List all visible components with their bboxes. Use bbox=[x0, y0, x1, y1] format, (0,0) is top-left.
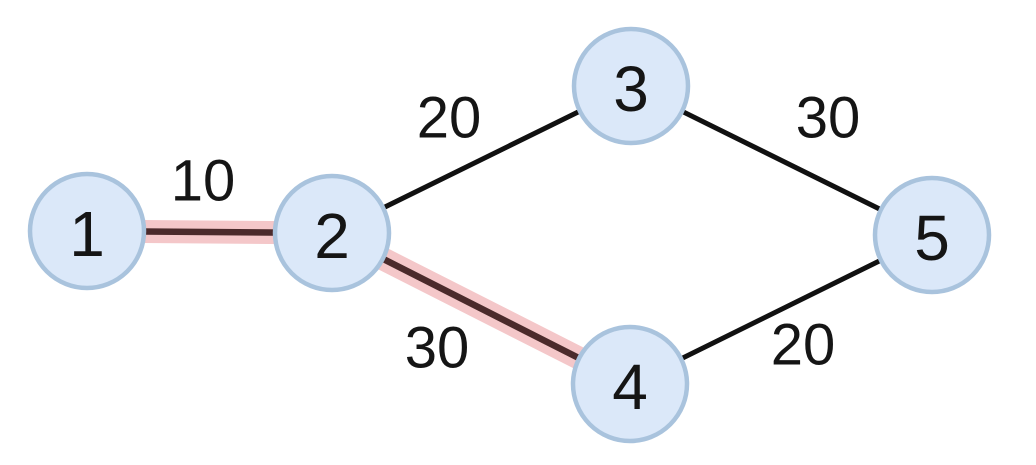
node-label-1: 1 bbox=[69, 198, 105, 270]
node-1[interactable] bbox=[27, 171, 147, 291]
node-3[interactable] bbox=[571, 26, 691, 146]
node-label-2: 2 bbox=[314, 200, 350, 272]
edge-weight-4-5: 20 bbox=[771, 313, 836, 378]
node-label-4: 4 bbox=[612, 351, 648, 423]
node-4[interactable] bbox=[570, 324, 690, 444]
node-label-5: 5 bbox=[914, 202, 950, 274]
edge-weight-2-4: 30 bbox=[405, 316, 470, 381]
edge-weight-1-2: 10 bbox=[171, 149, 236, 214]
node-label-3: 3 bbox=[613, 53, 649, 125]
node-2[interactable] bbox=[272, 173, 392, 293]
node-5[interactable] bbox=[872, 175, 992, 295]
edge-weight-2-3: 20 bbox=[417, 86, 482, 151]
edge-weight-3-5: 30 bbox=[796, 86, 861, 151]
